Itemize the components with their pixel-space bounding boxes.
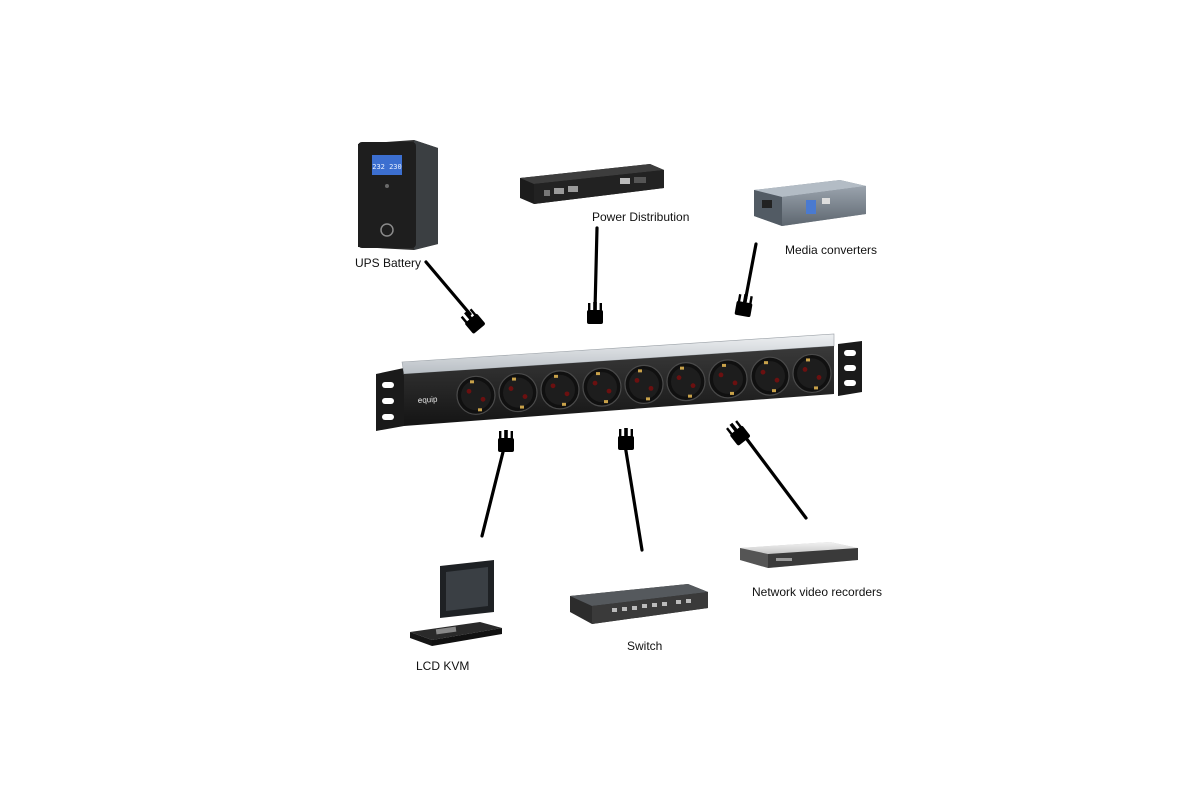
network-switch-device <box>570 584 708 624</box>
plug-switch <box>618 428 634 450</box>
plug-lcd-kvm <box>498 430 514 452</box>
pdu-brand-logo: equip <box>418 395 439 405</box>
plug-power-distribution <box>587 302 603 324</box>
pdu-socket <box>792 353 832 394</box>
cable-power-distribution <box>593 226 599 312</box>
ups-power-icon <box>380 223 394 237</box>
power-distribution-device <box>520 164 664 204</box>
ups-battery-device: 232 230 <box>358 140 438 250</box>
label-ups-battery: UPS Battery <box>355 256 422 270</box>
pdu-socket <box>456 375 496 415</box>
label-switch: Switch <box>627 639 663 653</box>
label-network-video-recorders: Network video recorders <box>752 585 883 599</box>
pdu-socket <box>582 367 622 407</box>
pdu-socket <box>540 370 580 410</box>
pdu-socket <box>750 356 790 396</box>
cable-media-converters <box>743 242 758 304</box>
label-lcd-kvm: LCD KVM <box>416 659 470 673</box>
pdu-socket <box>498 372 538 413</box>
ups-display <box>372 155 402 175</box>
nvr-device <box>740 542 858 568</box>
media-converter-device <box>754 180 866 226</box>
cable-ups <box>424 260 472 316</box>
plug-media-converters <box>734 292 755 318</box>
cables <box>424 226 808 552</box>
pdu-socket <box>708 359 748 399</box>
cable-switch <box>623 443 644 552</box>
plug-ups <box>459 307 486 335</box>
lcd-kvm-device <box>410 560 502 646</box>
pdu-socket <box>624 364 664 404</box>
label-media-converters: Media converters <box>785 243 878 257</box>
pdu-sockets <box>456 353 832 415</box>
pdu-socket <box>666 362 706 402</box>
cable-nvr <box>744 436 808 520</box>
ups-display-text: 232 230 <box>372 163 402 171</box>
cable-lcd-kvm <box>480 446 506 538</box>
label-power-distribution: Power Distribution <box>592 210 690 224</box>
plug-nvr <box>724 418 751 447</box>
pdu-power-strip: equip <box>376 333 862 431</box>
